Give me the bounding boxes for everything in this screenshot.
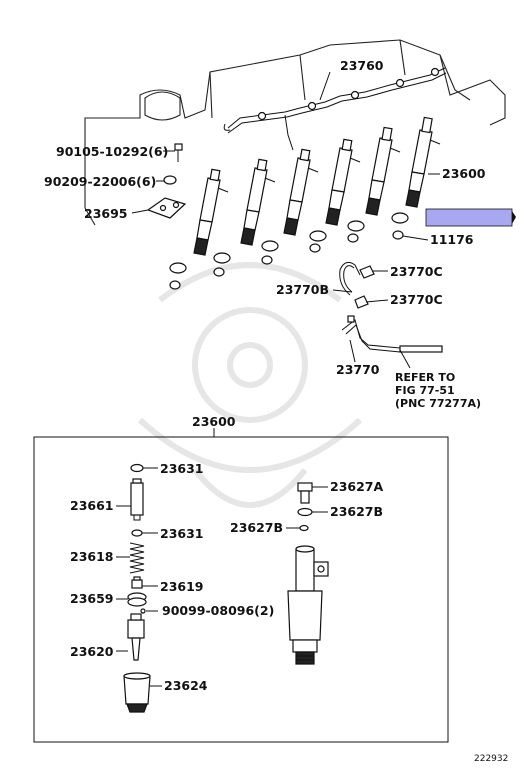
detail-box-title: 23600 bbox=[192, 414, 236, 429]
highlight-marker bbox=[425, 208, 516, 227]
part-23620[interactable] bbox=[127, 613, 145, 661]
clamp-23695[interactable] bbox=[146, 197, 187, 219]
part-90099[interactable] bbox=[140, 608, 146, 614]
label-90209: 90209-22006(6) bbox=[44, 174, 156, 189]
injector-6[interactable] bbox=[405, 116, 441, 208]
injector-assembly-row bbox=[193, 116, 441, 256]
part-23659[interactable] bbox=[127, 592, 147, 607]
part-23624[interactable] bbox=[123, 672, 151, 713]
label-23627b-right: 23627B bbox=[330, 504, 383, 519]
label-23631-a: 23631 bbox=[160, 461, 204, 476]
detail-parts-right bbox=[287, 482, 329, 665]
bolt-90105[interactable] bbox=[174, 143, 183, 162]
label-23624: 23624 bbox=[164, 678, 208, 693]
label-90099: 90099-08096(2) bbox=[162, 603, 274, 618]
part-23627b-right[interactable] bbox=[297, 507, 313, 517]
part-23618[interactable] bbox=[129, 542, 145, 574]
detail-leader-lines bbox=[116, 467, 328, 687]
figure-number: 222932 bbox=[474, 754, 508, 764]
part-23627a[interactable] bbox=[297, 482, 313, 504]
engine-block-outline bbox=[84, 39, 506, 226]
part-23619[interactable] bbox=[131, 576, 143, 589]
part-23631-bottom[interactable] bbox=[131, 529, 143, 537]
label-23627b-left: 23627B bbox=[230, 520, 283, 535]
nozzle-gaskets bbox=[169, 212, 409, 290]
label-23770: 23770 bbox=[336, 362, 380, 377]
injector-5[interactable] bbox=[365, 126, 401, 216]
part-23661[interactable] bbox=[130, 478, 144, 521]
label-23770b: 23770B bbox=[276, 282, 329, 297]
label-23770c-a: 23770C bbox=[390, 264, 443, 279]
watermark-emblem bbox=[137, 262, 363, 508]
washer-11176[interactable] bbox=[391, 212, 409, 224]
label-23659: 23659 bbox=[70, 591, 114, 606]
part-23627b-left[interactable] bbox=[299, 524, 309, 532]
refer-line-1: REFER TO bbox=[395, 371, 455, 384]
injector-2[interactable] bbox=[240, 158, 276, 246]
label-23661: 23661 bbox=[70, 498, 114, 513]
fuel-return-pipe[interactable] bbox=[223, 67, 447, 151]
upper-labels: 23760 90105-10292(6) 90209-22006(6) 2369… bbox=[44, 58, 486, 410]
nozzle-holder-body[interactable] bbox=[287, 545, 329, 665]
refer-line-3: (PNC 77277A) bbox=[395, 397, 481, 410]
label-11176: 11176 bbox=[430, 232, 474, 247]
label-23600-upper: 23600 bbox=[442, 166, 486, 181]
upper-leader-lines bbox=[131, 71, 440, 369]
nozzle-leakage-pipe[interactable] bbox=[339, 261, 443, 353]
label-23627a: 23627A bbox=[330, 479, 383, 494]
detail-parts-left bbox=[123, 463, 151, 713]
injector-4[interactable] bbox=[325, 138, 361, 226]
label-23619: 23619 bbox=[160, 579, 204, 594]
refer-line-2: FIG 77-51 bbox=[395, 384, 455, 397]
label-23631-b: 23631 bbox=[160, 526, 204, 541]
injector-1[interactable] bbox=[193, 168, 229, 256]
part-23631-top[interactable] bbox=[130, 463, 144, 473]
label-23618: 23618 bbox=[70, 549, 114, 564]
washer-90209[interactable] bbox=[163, 175, 177, 185]
detail-labels: 23631 23661 23631 23618 23619 23659 9009… bbox=[70, 461, 383, 693]
injector-3[interactable] bbox=[283, 148, 319, 236]
label-23770c-b: 23770C bbox=[390, 292, 443, 307]
label-23760: 23760 bbox=[340, 58, 384, 73]
label-90105: 90105-10292(6) bbox=[56, 144, 168, 159]
label-23695: 23695 bbox=[84, 206, 128, 221]
label-23620: 23620 bbox=[70, 644, 114, 659]
injector-detail-box: 23600 bbox=[33, 414, 449, 743]
